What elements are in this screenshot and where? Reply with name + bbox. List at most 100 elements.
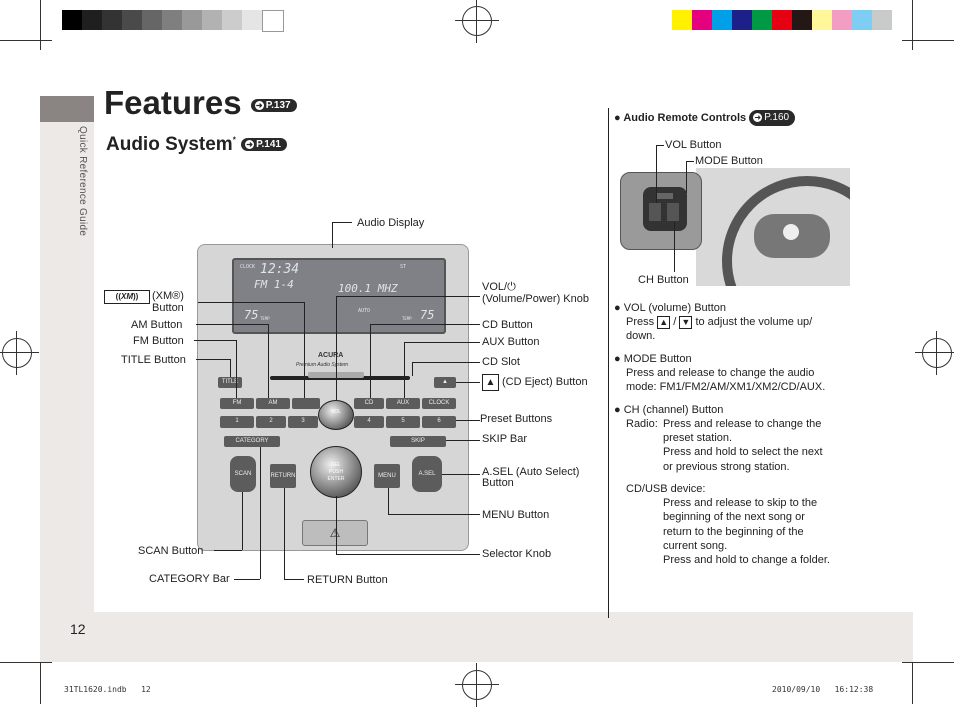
color-swatch xyxy=(832,10,852,30)
bullet-icon: ● xyxy=(614,353,621,365)
remote-ref-text: P.160 xyxy=(764,112,790,123)
preset-button-2[interactable]: 2 xyxy=(256,416,286,428)
preset-button-4[interactable]: 4 xyxy=(354,416,384,428)
page-title-text: Features xyxy=(104,84,242,121)
remote-ref-link[interactable]: ➜P.160 xyxy=(749,110,796,127)
ch-heading-text: CH (channel) Button xyxy=(623,404,724,416)
bullet-icon: ● xyxy=(614,302,621,314)
callout-line xyxy=(260,447,261,579)
label-am-button: AM Button xyxy=(131,319,183,331)
side-tab-label: Quick Reference Guide xyxy=(77,126,88,237)
preset-button-3[interactable]: 3 xyxy=(288,416,318,428)
lcd-auto: AUTO xyxy=(358,308,371,314)
remote-mode-key[interactable] xyxy=(657,193,673,199)
label-cd-eject: (CD Eject) Button xyxy=(502,376,588,388)
mode-text-line-1: Press and release to change the audio xyxy=(626,367,815,379)
section-title-text: Audio System xyxy=(106,134,233,155)
crop-mark xyxy=(0,662,52,663)
vol-knob-label: VOL xyxy=(331,409,342,415)
category-bar[interactable]: CATEGORY xyxy=(224,436,280,447)
color-swatch xyxy=(872,10,892,30)
callout-line xyxy=(196,359,230,360)
down-arrow-icon: ▼ xyxy=(679,315,693,329)
color-swatch xyxy=(792,10,812,30)
print-file-info: 31TL1620.indb 12 xyxy=(64,685,151,694)
lcd-temp-left: 75 xyxy=(244,308,259,322)
callout-line xyxy=(336,496,337,554)
callout-line xyxy=(268,324,269,398)
color-swatch xyxy=(772,10,792,30)
color-swatch xyxy=(812,10,832,30)
callout-line xyxy=(370,324,371,398)
callout-line xyxy=(446,440,480,441)
print-timestamp: 2010/09/10 16:12:38 xyxy=(772,685,874,694)
label-skip-bar: SKIP Bar xyxy=(482,433,528,445)
vol-knob[interactable] xyxy=(318,400,354,430)
crop-mark xyxy=(0,40,52,41)
menu-button[interactable]: MENU xyxy=(374,464,400,488)
color-swatch xyxy=(852,10,872,30)
cdusb-label: CD/USB device: xyxy=(626,483,706,495)
vol-label-text: VOL/ xyxy=(482,281,508,293)
vol-heading: ● VOL (volume) Button xyxy=(614,301,726,315)
callout-line xyxy=(686,161,687,193)
cd-text-5: Press and hold to change a folder. xyxy=(663,554,830,566)
label-asel-2: Button xyxy=(482,477,514,489)
page-ref-link[interactable]: ➜P.137 xyxy=(250,98,297,112)
remote-ch-key[interactable] xyxy=(667,203,679,221)
push-label: PUSH xyxy=(329,469,343,475)
callout-line xyxy=(336,296,480,297)
lcd-st: ST xyxy=(400,264,407,270)
aux-button[interactable]: AUX xyxy=(386,398,420,409)
title-button[interactable]: TITLE xyxy=(218,377,242,388)
lcd-time: 12:34 xyxy=(260,262,300,277)
page-ref-text: P.137 xyxy=(265,99,291,111)
up-arrow-icon: ▲ xyxy=(657,315,671,329)
cd-slot xyxy=(270,376,410,380)
cd-eject-button[interactable]: ▲ xyxy=(434,377,456,388)
gray-swatch xyxy=(202,10,222,30)
callout-line xyxy=(412,362,413,376)
callout-line xyxy=(456,382,480,383)
gray-swatch xyxy=(182,10,202,30)
callout-line xyxy=(388,514,480,515)
asel-button[interactable]: A.SEL xyxy=(412,456,442,492)
mode-heading-text: MODE Button xyxy=(623,353,692,365)
label-vol-knob-2: (Volume/Power) Knob xyxy=(482,293,589,305)
callout-line xyxy=(236,340,237,398)
clock-button[interactable]: CLOCK xyxy=(422,398,456,409)
skip-bar[interactable]: SKIP xyxy=(390,436,446,447)
steering-wheel-image xyxy=(696,168,850,286)
callout-line xyxy=(284,579,304,580)
vol-text-line-2: down. xyxy=(626,330,656,342)
hazard-button[interactable]: ⚠ xyxy=(302,520,368,546)
xm-button[interactable] xyxy=(292,398,320,409)
label-selector-knob: Selector Knob xyxy=(482,548,552,560)
registration-mark xyxy=(0,331,39,375)
return-button[interactable]: RETURN xyxy=(270,464,296,488)
color-swatch xyxy=(692,10,712,30)
fm-button[interactable]: FM xyxy=(220,398,254,409)
preset-button-1[interactable]: 1 xyxy=(220,416,254,428)
callout-line xyxy=(198,302,304,303)
gray-swatch xyxy=(82,10,102,30)
am-button[interactable]: AM xyxy=(256,398,290,409)
steering-wheel-rim xyxy=(722,176,850,286)
vol-text-slash: / xyxy=(673,316,677,328)
remote-vol-key[interactable] xyxy=(649,203,661,221)
mode-text-line-2: mode: FM1/FM2/AM/XM1/XM2/CD/AUX. xyxy=(626,381,826,393)
preset-button-5[interactable]: 5 xyxy=(386,416,420,428)
section-ref-text: P.141 xyxy=(256,139,281,151)
section-ref-link[interactable]: ➜P.141 xyxy=(241,138,287,152)
scan-button[interactable]: SCAN xyxy=(230,456,256,492)
cd-text-4: current song. xyxy=(663,540,728,552)
cd-button[interactable]: CD xyxy=(354,398,384,409)
callout-line xyxy=(412,362,480,363)
preset-button-6[interactable]: 6 xyxy=(422,416,456,428)
callout-line xyxy=(304,302,305,398)
callout-line xyxy=(242,492,243,550)
gray-swatch xyxy=(242,10,262,30)
gray-swatch xyxy=(122,10,142,30)
callout-line xyxy=(656,145,664,146)
page-number: 12 xyxy=(70,621,86,637)
